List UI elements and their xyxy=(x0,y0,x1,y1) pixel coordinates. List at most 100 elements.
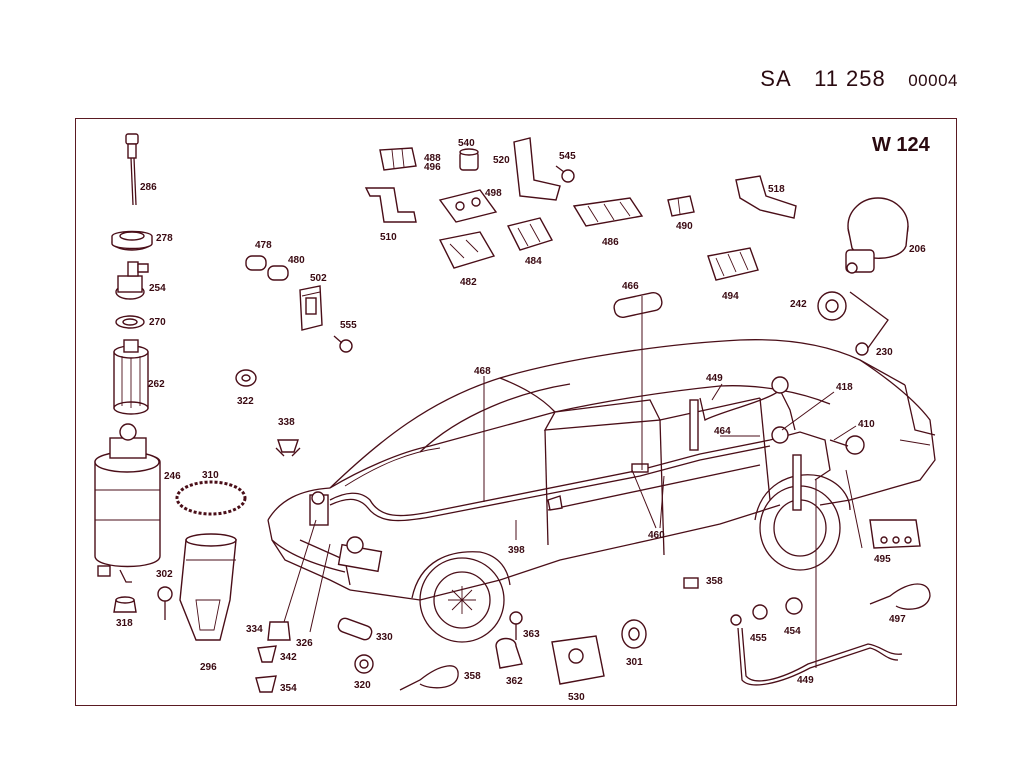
part-520-bracket[interactable] xyxy=(513,137,561,201)
part-488-496-clip[interactable] xyxy=(379,147,417,171)
part-262-filter[interactable] xyxy=(113,339,149,415)
callout-322: 322 xyxy=(237,396,254,407)
callout-338: 338 xyxy=(278,417,295,428)
part-482-clip[interactable] xyxy=(438,231,496,269)
part-478-sleeve[interactable] xyxy=(245,255,267,271)
part-498-holder[interactable] xyxy=(438,189,498,223)
part-286-dipstick[interactable] xyxy=(125,133,139,206)
callout-286: 286 xyxy=(140,182,157,193)
part-354-clip[interactable] xyxy=(255,675,277,693)
callout-296: 296 xyxy=(200,662,217,673)
part-362-clamp[interactable] xyxy=(495,637,523,669)
part-540-grommet[interactable] xyxy=(459,148,479,171)
part-296-bracket[interactable] xyxy=(179,533,237,641)
callout-363: 363 xyxy=(523,629,540,640)
callout-502: 502 xyxy=(310,273,327,284)
model-label: W 124 xyxy=(872,134,930,156)
callout-497: 497 xyxy=(889,614,906,625)
part-230-nut[interactable] xyxy=(855,342,869,356)
part-206-accumulator[interactable] xyxy=(845,197,909,274)
part-270-ring[interactable] xyxy=(115,315,145,329)
callout-484: 484 xyxy=(525,256,542,267)
callout-510: 510 xyxy=(380,232,397,243)
part-449b-hose[interactable] xyxy=(737,627,903,686)
callout-354: 354 xyxy=(280,683,297,694)
part-480-sleeve[interactable] xyxy=(267,265,289,281)
sheet-subnumber: 00004 xyxy=(908,71,958,90)
callout-302: 302 xyxy=(156,569,173,580)
part-278-nut[interactable] xyxy=(111,230,153,251)
callout-518: 518 xyxy=(768,184,785,195)
part-302-bolt[interactable] xyxy=(157,586,173,620)
callout-270: 270 xyxy=(149,317,166,328)
callout-490: 490 xyxy=(676,221,693,232)
part-494-clip[interactable] xyxy=(707,247,759,281)
part-510-bracket[interactable] xyxy=(364,187,417,223)
callout-254: 254 xyxy=(149,283,166,294)
sheet-prefix: SA xyxy=(760,66,792,91)
part-310-seal-ring[interactable] xyxy=(175,480,247,516)
callout-310: 310 xyxy=(202,470,219,481)
part-502-bracket[interactable] xyxy=(299,285,323,331)
callout-482: 482 xyxy=(460,277,477,288)
callout-466: 466 xyxy=(622,281,639,292)
part-486-clip[interactable] xyxy=(572,197,644,227)
part-301-grommet[interactable] xyxy=(621,619,647,649)
callout-242: 242 xyxy=(790,299,807,310)
part-466-sleeve[interactable] xyxy=(613,291,664,319)
callout-478: 478 xyxy=(255,240,272,251)
part-358-clip[interactable] xyxy=(683,577,699,589)
callout-460: 460 xyxy=(648,530,665,541)
part-318-nut[interactable] xyxy=(113,596,137,613)
part-484-clip[interactable] xyxy=(506,217,554,251)
callout-410: 410 xyxy=(858,419,875,430)
part-320-grommet[interactable] xyxy=(354,654,374,674)
callout-342: 342 xyxy=(280,652,297,663)
callout-262: 262 xyxy=(148,379,165,390)
part-545-screw[interactable] xyxy=(555,165,575,183)
callout-318: 318 xyxy=(116,618,133,629)
callout-540: 540 xyxy=(458,138,475,149)
part-555-screw[interactable] xyxy=(333,335,353,353)
callout-358-lower: 358 xyxy=(464,671,481,682)
callout-418: 418 xyxy=(836,382,853,393)
part-254-fitting[interactable] xyxy=(115,261,149,300)
callout-464: 464 xyxy=(714,426,731,437)
callout-398: 398 xyxy=(508,545,525,556)
callout-468: 468 xyxy=(474,366,491,377)
callout-206: 206 xyxy=(909,244,926,255)
part-530-bracket[interactable] xyxy=(551,635,605,685)
callout-555: 555 xyxy=(340,320,357,331)
part-358b-tie[interactable] xyxy=(399,665,459,691)
part-342-clip[interactable] xyxy=(257,645,277,663)
part-363-screw[interactable] xyxy=(509,611,523,640)
part-418-410-strut[interactable] xyxy=(849,291,889,349)
callout-230: 230 xyxy=(876,347,893,358)
callout-362: 362 xyxy=(506,676,523,687)
part-322-grommet[interactable] xyxy=(235,369,257,387)
callout-278: 278 xyxy=(156,233,173,244)
part-495-block[interactable] xyxy=(869,519,921,549)
callout-545: 545 xyxy=(559,151,576,162)
callout-449-upper: 449 xyxy=(706,373,723,384)
callout-301: 301 xyxy=(626,657,643,668)
callout-labels: 286 278 254 270 262 246 310 302 318 296 … xyxy=(116,138,926,703)
part-334-clip[interactable] xyxy=(267,621,291,641)
callout-449-lower: 449 xyxy=(797,675,814,686)
part-330-sleeve[interactable] xyxy=(337,617,374,642)
part-242-mount[interactable] xyxy=(817,291,847,321)
part-455-454-union[interactable] xyxy=(730,597,803,626)
callout-520: 520 xyxy=(493,155,510,166)
part-246-pump[interactable] xyxy=(94,423,161,583)
callout-454: 454 xyxy=(784,626,801,637)
car-outline xyxy=(267,339,936,643)
part-518-bracket[interactable] xyxy=(735,175,797,219)
part-338-clip[interactable] xyxy=(275,439,301,457)
sheet-header: SA 11 258 00004 xyxy=(760,66,958,92)
callout-496: 496 xyxy=(424,162,441,173)
callout-246: 246 xyxy=(164,471,181,482)
part-497-tie[interactable] xyxy=(869,583,931,610)
callout-494: 494 xyxy=(722,291,739,302)
part-490-clip[interactable] xyxy=(667,195,695,217)
